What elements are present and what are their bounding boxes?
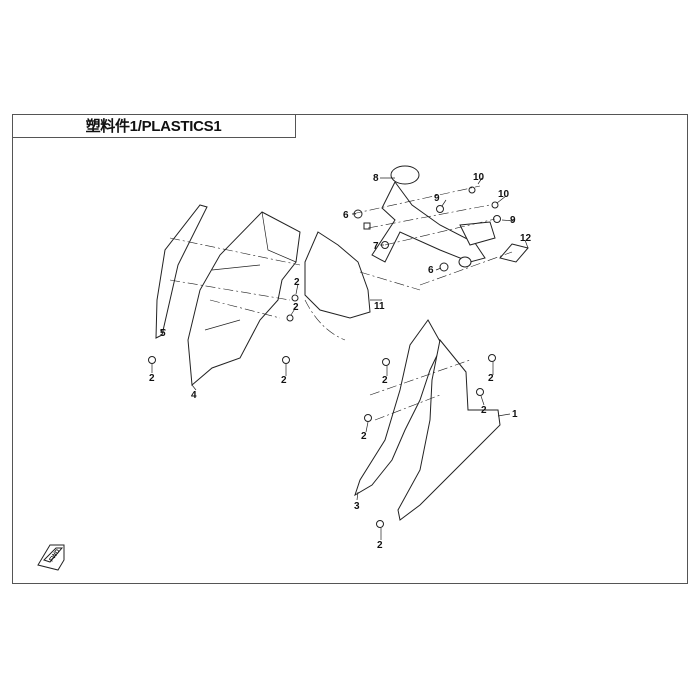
callout-2: 2 bbox=[488, 373, 494, 384]
part-8-bracket bbox=[371, 165, 496, 268]
diagram-frame bbox=[12, 114, 688, 584]
callout-5: 5 bbox=[160, 328, 166, 339]
callout-2: 2 bbox=[481, 405, 487, 416]
windscreen-edge-line bbox=[304, 299, 346, 341]
callout-2: 2 bbox=[281, 375, 287, 386]
callout-2: 2 bbox=[149, 373, 155, 384]
forward-direction-icon: FWD bbox=[37, 544, 65, 571]
leader-lines bbox=[151, 177, 529, 540]
callout-1: 1 bbox=[512, 409, 518, 420]
callout-3: 3 bbox=[354, 501, 360, 512]
part-5-side-panel bbox=[155, 204, 208, 339]
callout-2: 2 bbox=[361, 431, 367, 442]
diagram-title: 塑料件1/PLASTICS1 bbox=[12, 114, 296, 138]
part-4-detail-lines bbox=[204, 211, 297, 331]
callout-10: 10 bbox=[473, 172, 485, 183]
callout-9: 9 bbox=[434, 193, 440, 204]
callout-6: 6 bbox=[428, 265, 434, 276]
part-3-inner-panel bbox=[354, 319, 443, 497]
callout-11: 11 bbox=[374, 301, 385, 312]
callout-8: 8 bbox=[373, 173, 379, 184]
callout-4: 4 bbox=[191, 390, 197, 401]
callout-2: 2 bbox=[377, 540, 383, 551]
callout-2: 2 bbox=[294, 277, 300, 288]
assembly-lines bbox=[169, 185, 513, 421]
part-11-windscreen bbox=[304, 231, 371, 319]
callout-2: 2 bbox=[382, 375, 388, 386]
callout-6: 6 bbox=[343, 210, 349, 221]
callout-12: 12 bbox=[520, 233, 532, 244]
part-1-side-cover bbox=[397, 338, 501, 521]
callout-7: 7 bbox=[373, 241, 379, 252]
part-12-label bbox=[499, 243, 529, 263]
callout-10: 10 bbox=[498, 189, 510, 200]
callout-2: 2 bbox=[293, 302, 299, 313]
callout-9: 9 bbox=[510, 215, 516, 226]
